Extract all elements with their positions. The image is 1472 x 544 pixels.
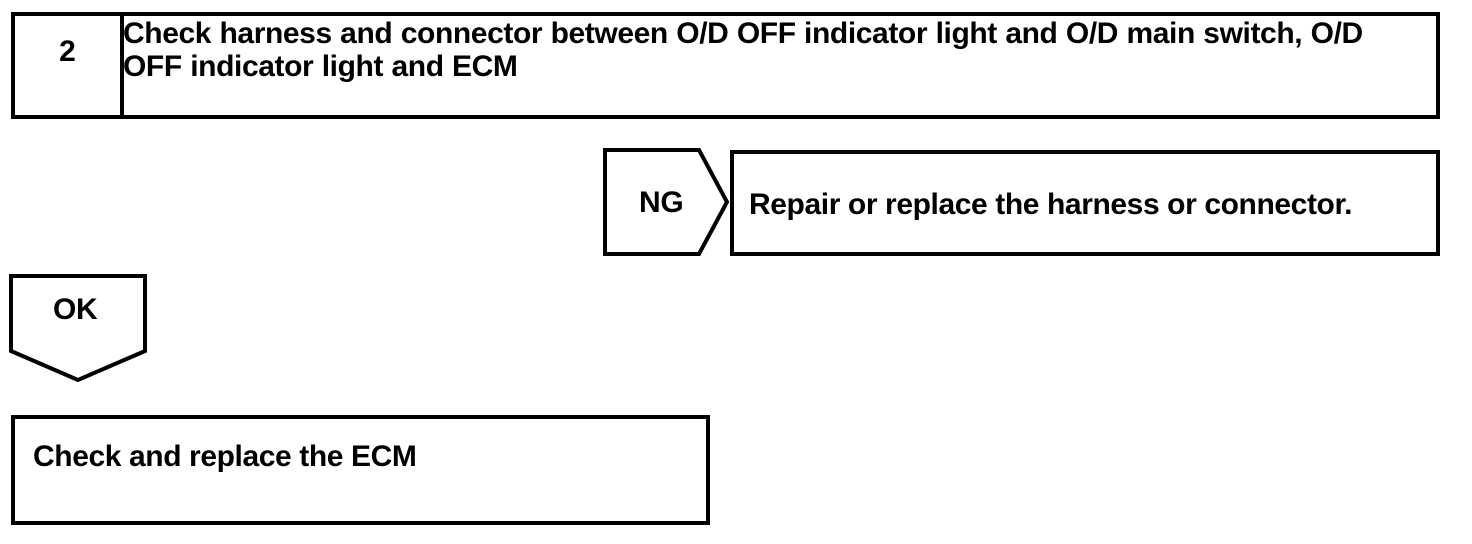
ng-result-box: Repair or replace the harness or connect… — [730, 150, 1440, 256]
ok-result-box: Check and replace the ECM — [11, 415, 710, 525]
ng-arrow-shape — [603, 148, 729, 256]
ok-arrow-shape — [9, 274, 147, 383]
step-instruction-text: Check harness and connector between O/D … — [123, 17, 1363, 83]
step-number: 2 — [59, 35, 76, 68]
ok-result-text: Check and replace the ECM — [33, 440, 417, 473]
ok-branch-label: OK — [53, 293, 98, 326]
ng-branch-arrow: NG — [603, 148, 729, 256]
step-number-cell: 2 — [15, 16, 124, 115]
ng-result-text: Repair or replace the harness or connect… — [749, 188, 1353, 221]
ok-branch-arrow: OK — [8, 273, 148, 383]
step-2-row: 2 — [11, 12, 1440, 119]
ng-branch-label: NG — [639, 186, 684, 219]
